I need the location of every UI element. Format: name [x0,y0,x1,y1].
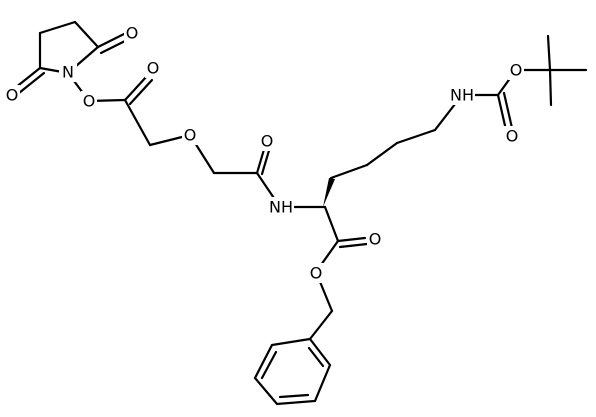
label-bg [367,229,383,249]
bond-tbu-methyl-3 [548,68,553,107]
label-bg [81,91,97,111]
amide-nh: NH [269,198,293,217]
label-bg [145,58,161,78]
bonds [13,20,588,406]
bond-carbamate-c-o-double-a [496,93,508,132]
label-bg [449,85,475,105]
lysine-ester-oxygen: O [310,264,323,283]
bond-ester-c-o-double-a [123,74,149,102]
bond-ester-c-o-double-lys-a [336,236,367,243]
lysine-ester-carbonyl-oxygen: O [369,230,382,249]
succinimide-nitrogen: N [62,63,74,82]
bond-c2-o-double-b [99,38,129,55]
bond-cbeta-cgamma [329,163,369,180]
bond-c-ch2 [123,98,152,147]
bond-ring-c3-c4 [38,20,77,35]
bond-tbu-methyl-1 [546,34,552,72]
label-bg [182,125,198,145]
ether-oxygen: O [184,126,197,145]
bond-c5-o-double-a [13,66,42,90]
label-bg [59,62,77,82]
bond-c5-o-double-b [17,71,46,95]
nhs-ester-oxygen: O [83,92,96,111]
amide-carbonyl-oxygen: O [261,132,274,151]
label-bg [308,263,324,283]
boc-ester-oxygen: O [510,61,523,80]
phenyl-ring [253,337,332,406]
bond-cgamma-cdelta [365,141,399,167]
phenyl-inner-double-1 [307,346,325,368]
bond-c2-o-double-a [96,32,126,49]
succinimide-carbonyl-oxygen-bottom: O [6,86,19,105]
label-bg [268,197,294,217]
label-bg [124,23,140,43]
bond-ester-c-o-double-b [128,78,154,106]
phenyl-inner-double-2 [278,393,310,399]
label-bg [4,85,20,105]
bond-cdelta-cepsilon [395,128,437,145]
label-bg [259,131,275,151]
label-bg [504,126,520,146]
carbamate-carbonyl-oxygen: O [506,127,519,146]
bond-amide-c-o-double-b [260,145,272,176]
wedge-calpha-cbeta [323,178,335,207]
nhs-ester-carbonyl-oxygen: O [147,59,160,78]
bond-ring-c2-c3 [73,20,100,49]
phenyl-inner-double-3 [260,350,278,380]
succinimide-carbonyl-oxygen-top: O [126,24,139,43]
carbamate-nh: NH [450,86,474,105]
bond-calpha-ester-c [323,205,340,243]
bond-ester-c-o-double-lys-b [338,242,369,249]
bond-carbamate-c-o-double-b [502,91,514,130]
atom-labels: O O N O O O O NH O O NH O O [4,23,524,283]
label-bg [508,60,524,80]
bond-ch2-phenyl [308,309,334,341]
